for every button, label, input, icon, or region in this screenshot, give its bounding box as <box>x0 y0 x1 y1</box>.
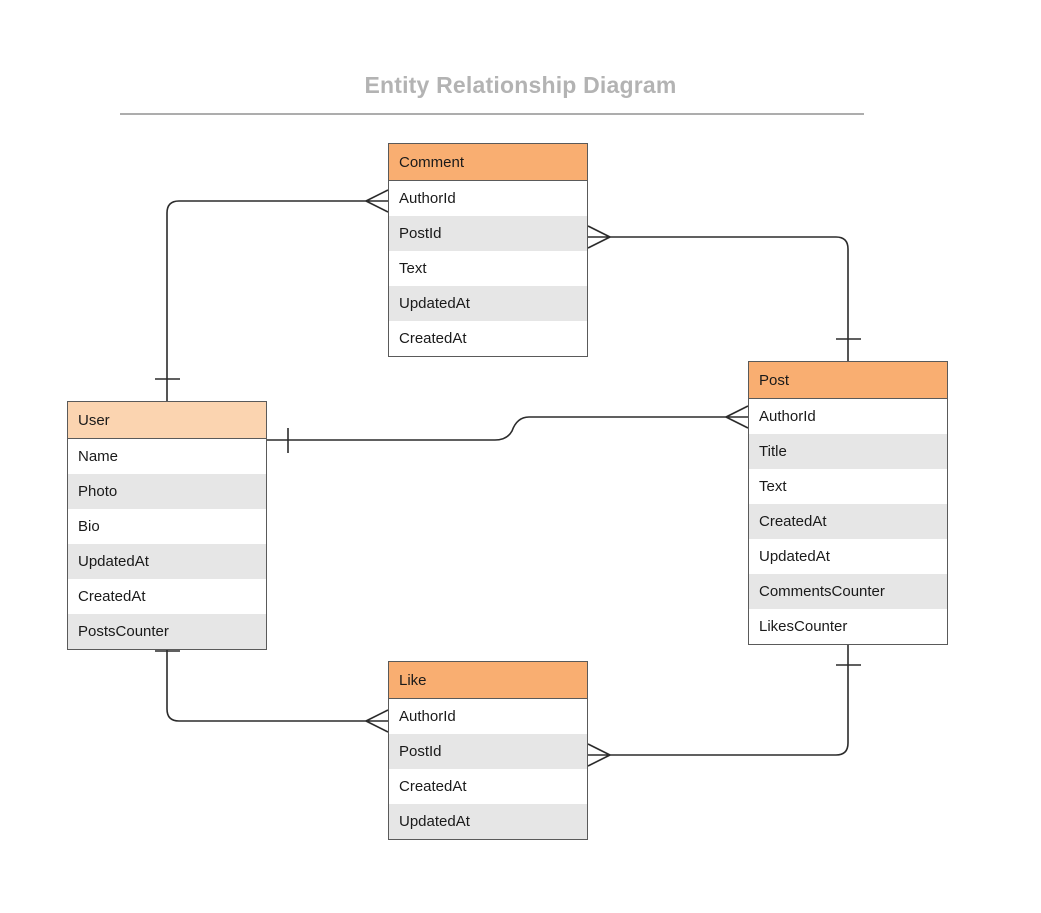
entity-field-post-updatedat[interactable]: UpdatedAt <box>759 548 830 565</box>
entity-field-comment-text[interactable]: Text <box>399 260 427 277</box>
cardinality-many-comment-post <box>587 225 611 249</box>
relationship-user-comment <box>155 189 389 401</box>
entity-field-post-commentscounter[interactable]: CommentsCounter <box>749 574 947 609</box>
entity-field-comment-updatedat[interactable]: UpdatedAt <box>389 286 587 321</box>
entity-header-user: User <box>68 402 266 439</box>
entity-field-like-authorid[interactable]: AuthorId <box>399 708 456 725</box>
entity-header-like: Like <box>389 662 587 699</box>
entity-field-comment-createdat[interactable]: CreatedAt <box>399 330 467 347</box>
entity-field-comment-authorid[interactable]: AuthorId <box>399 190 456 207</box>
entity-field-post-title[interactable]: Title <box>749 434 947 469</box>
cardinality-many-like-post <box>587 743 611 767</box>
relationship-like-post <box>587 645 861 767</box>
entity-field-post-createdat[interactable]: CreatedAt <box>749 504 947 539</box>
relationship-user-post <box>267 405 749 453</box>
entity-header-post: Post <box>749 362 947 399</box>
cardinality-many-user-like <box>365 709 389 733</box>
entity-field-post-authorid[interactable]: AuthorId <box>759 408 816 425</box>
entity-field-like-updatedat[interactable]: UpdatedAt <box>389 804 587 839</box>
entity-header-comment: Comment <box>389 144 587 181</box>
entity-field-post-likescounter[interactable]: LikesCounter <box>759 618 848 635</box>
entity-field-user-bio[interactable]: Bio <box>78 518 100 535</box>
cardinality-many-user-post <box>725 405 749 429</box>
entity-field-like-createdat[interactable]: CreatedAt <box>399 778 467 795</box>
entity-field-user-updatedat[interactable]: UpdatedAt <box>68 544 266 579</box>
title-divider <box>120 113 864 115</box>
page-title: Entity Relationship Diagram <box>364 72 677 98</box>
entity-field-user-name[interactable]: Name <box>78 448 119 465</box>
entity-field-user-createdat[interactable]: CreatedAt <box>78 588 146 605</box>
entity-field-like-postid[interactable]: PostId <box>389 734 587 769</box>
relationship-line-comment-post <box>610 236 849 361</box>
cardinality-many-user-comment <box>365 189 389 213</box>
relationship-line-like-post <box>610 645 849 756</box>
relationship-line-user-post <box>267 416 726 441</box>
entity-field-user-photo[interactable]: Photo <box>68 474 266 509</box>
entity-field-post-text[interactable]: Text <box>759 478 787 495</box>
entity-field-comment-postid[interactable]: PostId <box>389 216 587 251</box>
relationship-line-user-comment <box>166 200 366 401</box>
relationship-comment-post <box>587 225 861 361</box>
entity-field-user-postscounter[interactable]: PostsCounter <box>68 614 266 649</box>
